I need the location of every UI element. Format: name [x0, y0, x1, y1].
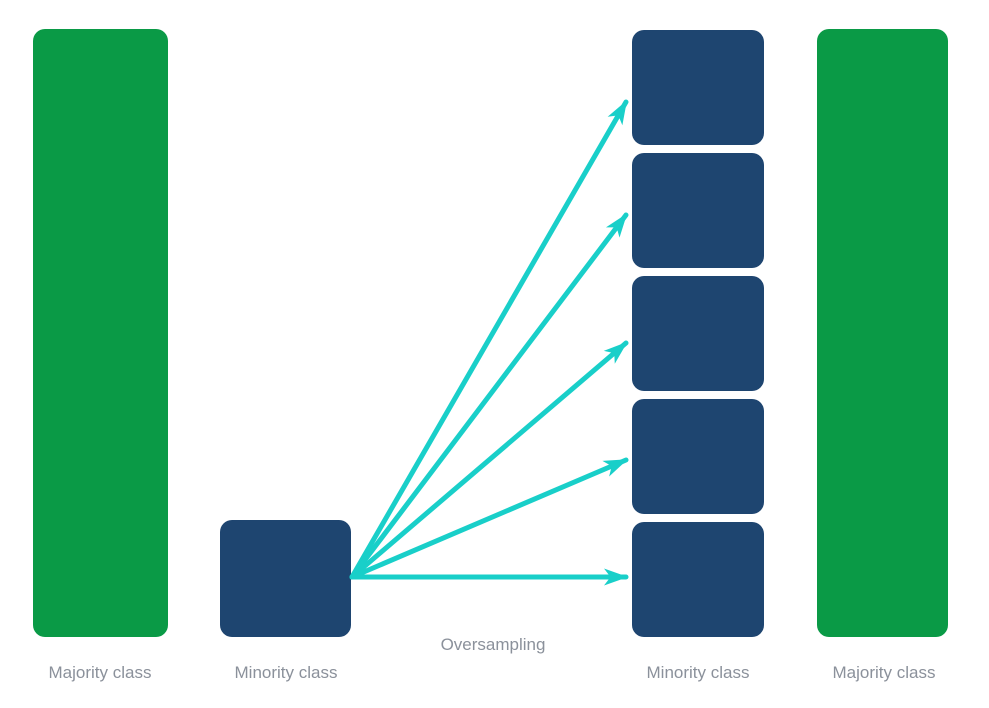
- label-oversampling: Oversampling: [440, 635, 546, 654]
- label-minority-class-stack: Minority class: [646, 663, 750, 682]
- minority-class-copy-square: [632, 153, 764, 268]
- minority-class-copy-square: [632, 276, 764, 391]
- oversampling-arrow: [349, 457, 629, 580]
- minority-class-copy-square: [632, 522, 764, 637]
- majority-class-bar-left: [33, 29, 168, 637]
- oversampling-arrow: [349, 340, 629, 580]
- oversampling-arrow: [349, 212, 629, 580]
- label-majority-class-right: Majority class: [832, 663, 936, 682]
- label-minority-class-source: Minority class: [234, 663, 338, 682]
- minority-class-copy-square: [632, 399, 764, 514]
- minority-class-copy-square: [632, 30, 764, 145]
- label-majority-class-left: Majority class: [48, 663, 152, 682]
- oversampling-arrow: [349, 99, 629, 580]
- majority-class-bar-right: [817, 29, 948, 637]
- minority-class-source-square: [220, 520, 351, 637]
